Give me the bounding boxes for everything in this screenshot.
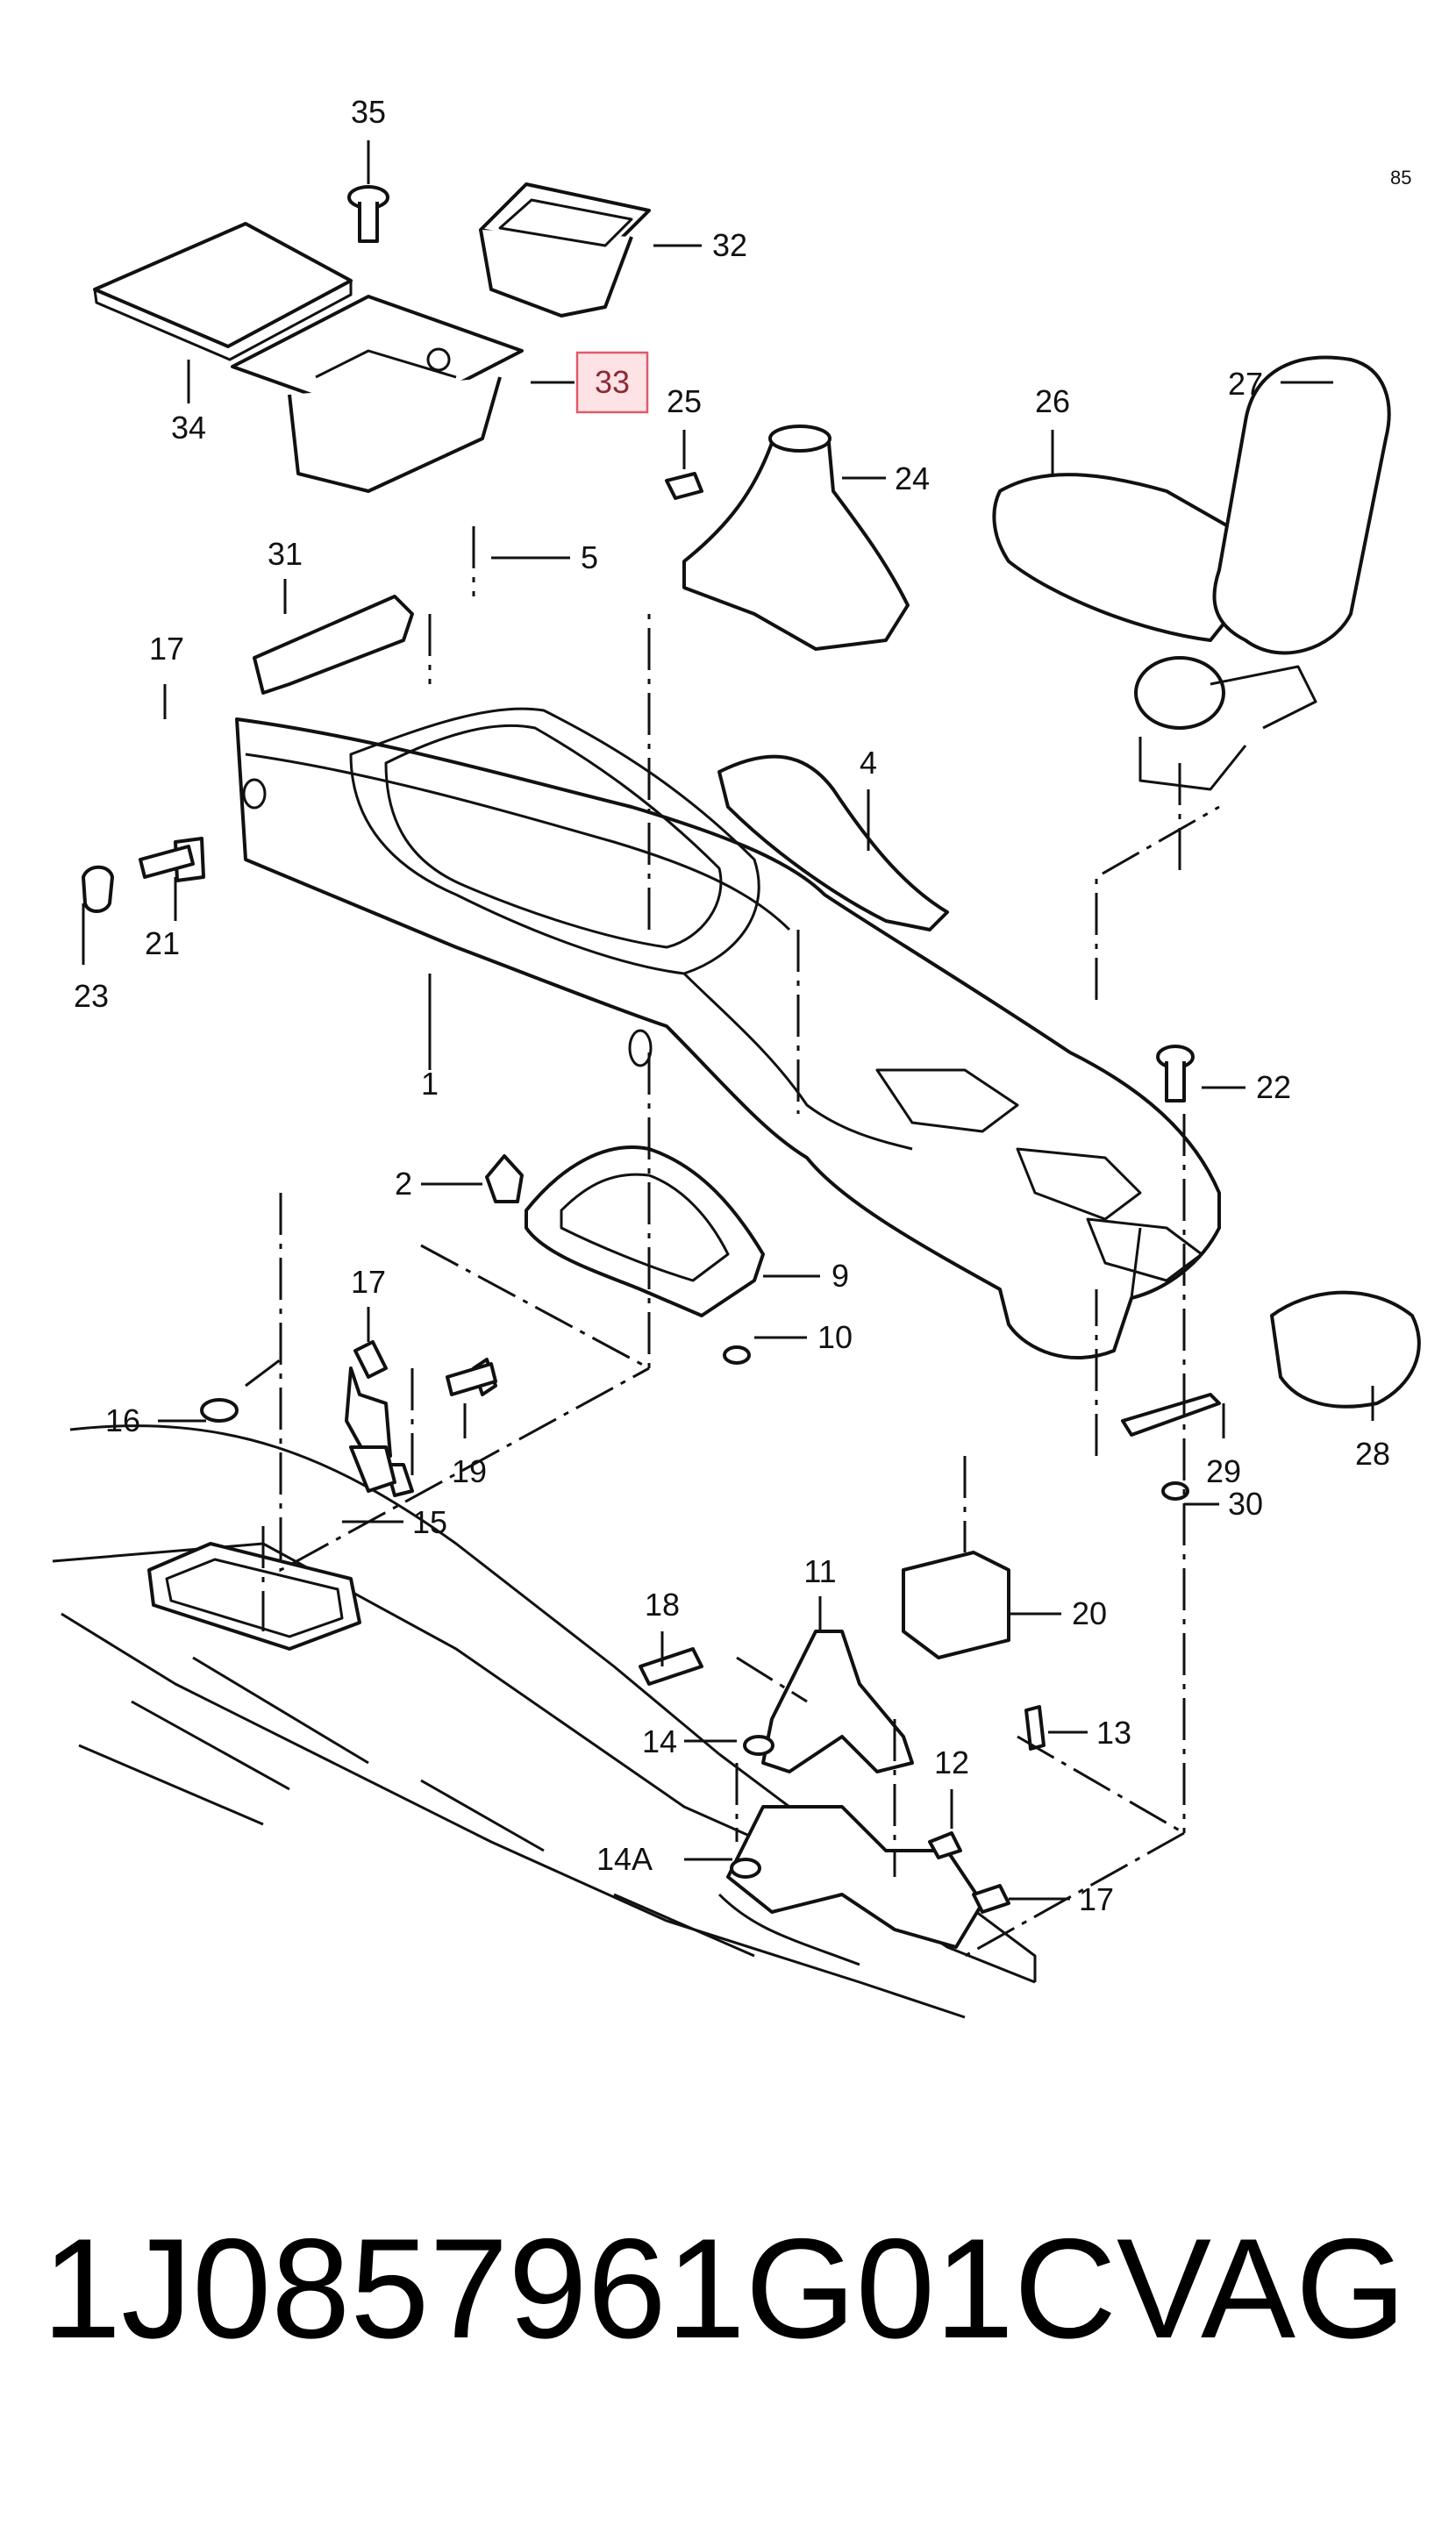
callout-1: 1	[421, 1066, 439, 1102]
callout-21: 21	[145, 925, 180, 961]
callout-25: 25	[667, 383, 702, 419]
rear-end-cap	[1270, 1290, 1421, 1409]
callout-9: 9	[831, 1258, 849, 1294]
callouts: 35 32 33 34 25 24 26 27 85 5 31 17 4 21 …	[74, 94, 1412, 1917]
callout-5: 5	[581, 539, 598, 575]
bracket-20	[902, 1551, 1010, 1659]
callout-33: 33	[595, 364, 630, 400]
callout-31: 31	[268, 536, 303, 572]
center-console	[235, 707, 1221, 1359]
clip-25	[665, 472, 703, 500]
callout-30: 30	[1228, 1486, 1263, 1522]
callout-19: 19	[452, 1453, 487, 1489]
part-number: 1J0857961G01C	[42, 2209, 1117, 2368]
leader-lines	[82, 140, 1374, 1901]
screw-35	[347, 185, 389, 243]
callout-17-top: 17	[149, 631, 184, 667]
floor-opening-inner	[165, 1558, 344, 1638]
cup-holder	[479, 182, 651, 318]
footer: 1J0857961G01C VAG	[0, 2193, 1456, 2386]
callout-24: 24	[895, 460, 930, 496]
callout-18: 18	[645, 1587, 680, 1623]
tray-9	[525, 1145, 765, 1317]
callout-32: 32	[712, 227, 747, 263]
callout-4: 4	[860, 745, 877, 781]
armrest	[992, 355, 1391, 791]
callout-12: 12	[934, 1744, 969, 1780]
callout-14: 14	[642, 1723, 677, 1759]
callout-28: 28	[1355, 1436, 1390, 1472]
callout-34: 34	[171, 410, 206, 446]
callout-16: 16	[105, 1402, 140, 1438]
fasteners	[82, 837, 1195, 1914]
callout-11: 11	[803, 1553, 836, 1589]
callout-28-code: 85	[1390, 167, 1411, 189]
bracket-29	[1121, 1393, 1221, 1437]
floor-opening	[147, 1542, 361, 1651]
callout-highlight-box	[575, 351, 649, 414]
callout-15: 15	[412, 1504, 447, 1540]
bracket-31	[253, 595, 414, 695]
console-trim-strip	[717, 754, 949, 931]
callout-22: 22	[1256, 1069, 1291, 1105]
callout-27: 27	[1228, 366, 1263, 402]
callout-20: 20	[1072, 1595, 1107, 1631]
callout-10: 10	[817, 1319, 853, 1355]
callout-13: 13	[1096, 1715, 1131, 1751]
clip-2	[485, 1154, 524, 1203]
mounting-bracket	[726, 1630, 984, 1949]
callout-14a: 14A	[596, 1841, 653, 1877]
parts-diagram: 35 32 33 34 25 24 26 27 85 5 31 17 4 21 …	[52, 94, 1421, 2019]
ashtray-cover	[93, 222, 353, 361]
brand-name: VAG	[1116, 2209, 1407, 2368]
callout-26: 26	[1035, 383, 1070, 419]
callout-17-mid: 17	[351, 1264, 386, 1300]
callout-23: 23	[74, 978, 109, 1014]
ashtray-insert	[231, 295, 524, 493]
shift-boot	[682, 425, 910, 651]
callout-17-bottom: 17	[1079, 1881, 1114, 1917]
callout-29: 29	[1206, 1453, 1241, 1489]
callout-2: 2	[395, 1166, 412, 1202]
callout-35: 35	[351, 94, 386, 130]
assembly-lines	[245, 526, 1220, 1958]
